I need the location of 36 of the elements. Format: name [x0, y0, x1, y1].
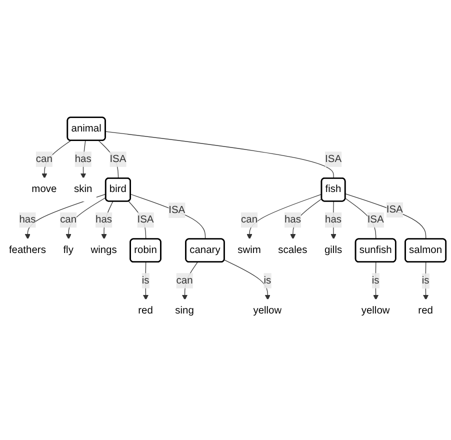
node-text: yellow [253, 305, 282, 316]
arrow [66, 197, 106, 240]
node-text: scales [278, 244, 308, 256]
connector [130, 194, 206, 240]
node-text: yellow [361, 305, 390, 316]
edge-label: can [241, 214, 258, 226]
edge-label: is [264, 275, 272, 286]
edge-label: ISA [137, 214, 154, 226]
edge-label: ISA [325, 153, 342, 164]
edge-label: is [142, 275, 150, 286]
node-text: red [138, 305, 153, 316]
edge-label: is [422, 275, 430, 286]
node-text: wings [90, 244, 117, 256]
edge-label: ISA [386, 204, 403, 216]
node-text: red [418, 305, 433, 316]
edge-label: has [284, 214, 301, 226]
edge-label: has [74, 153, 92, 164]
node-text: feathers [8, 244, 46, 256]
edge-label: has [96, 214, 112, 226]
edge-label: can [60, 214, 77, 226]
edge-label: has [19, 214, 36, 226]
node-text: fly [63, 244, 74, 256]
arrow [224, 260, 270, 300]
arrow [80, 140, 86, 179]
edge-label: is [372, 275, 380, 286]
node-text: sing [175, 305, 194, 316]
edge-label: can [36, 153, 52, 164]
edge-label: ISA [110, 153, 126, 164]
connector [105, 131, 334, 179]
node-text: gills [324, 244, 342, 256]
edge-label: has [325, 214, 342, 226]
edge-label: can [176, 275, 193, 286]
node-text: move [32, 184, 57, 195]
edge-label: ISA [168, 204, 186, 216]
edge-label: ISA [367, 214, 384, 226]
node-text: swim [238, 244, 261, 256]
